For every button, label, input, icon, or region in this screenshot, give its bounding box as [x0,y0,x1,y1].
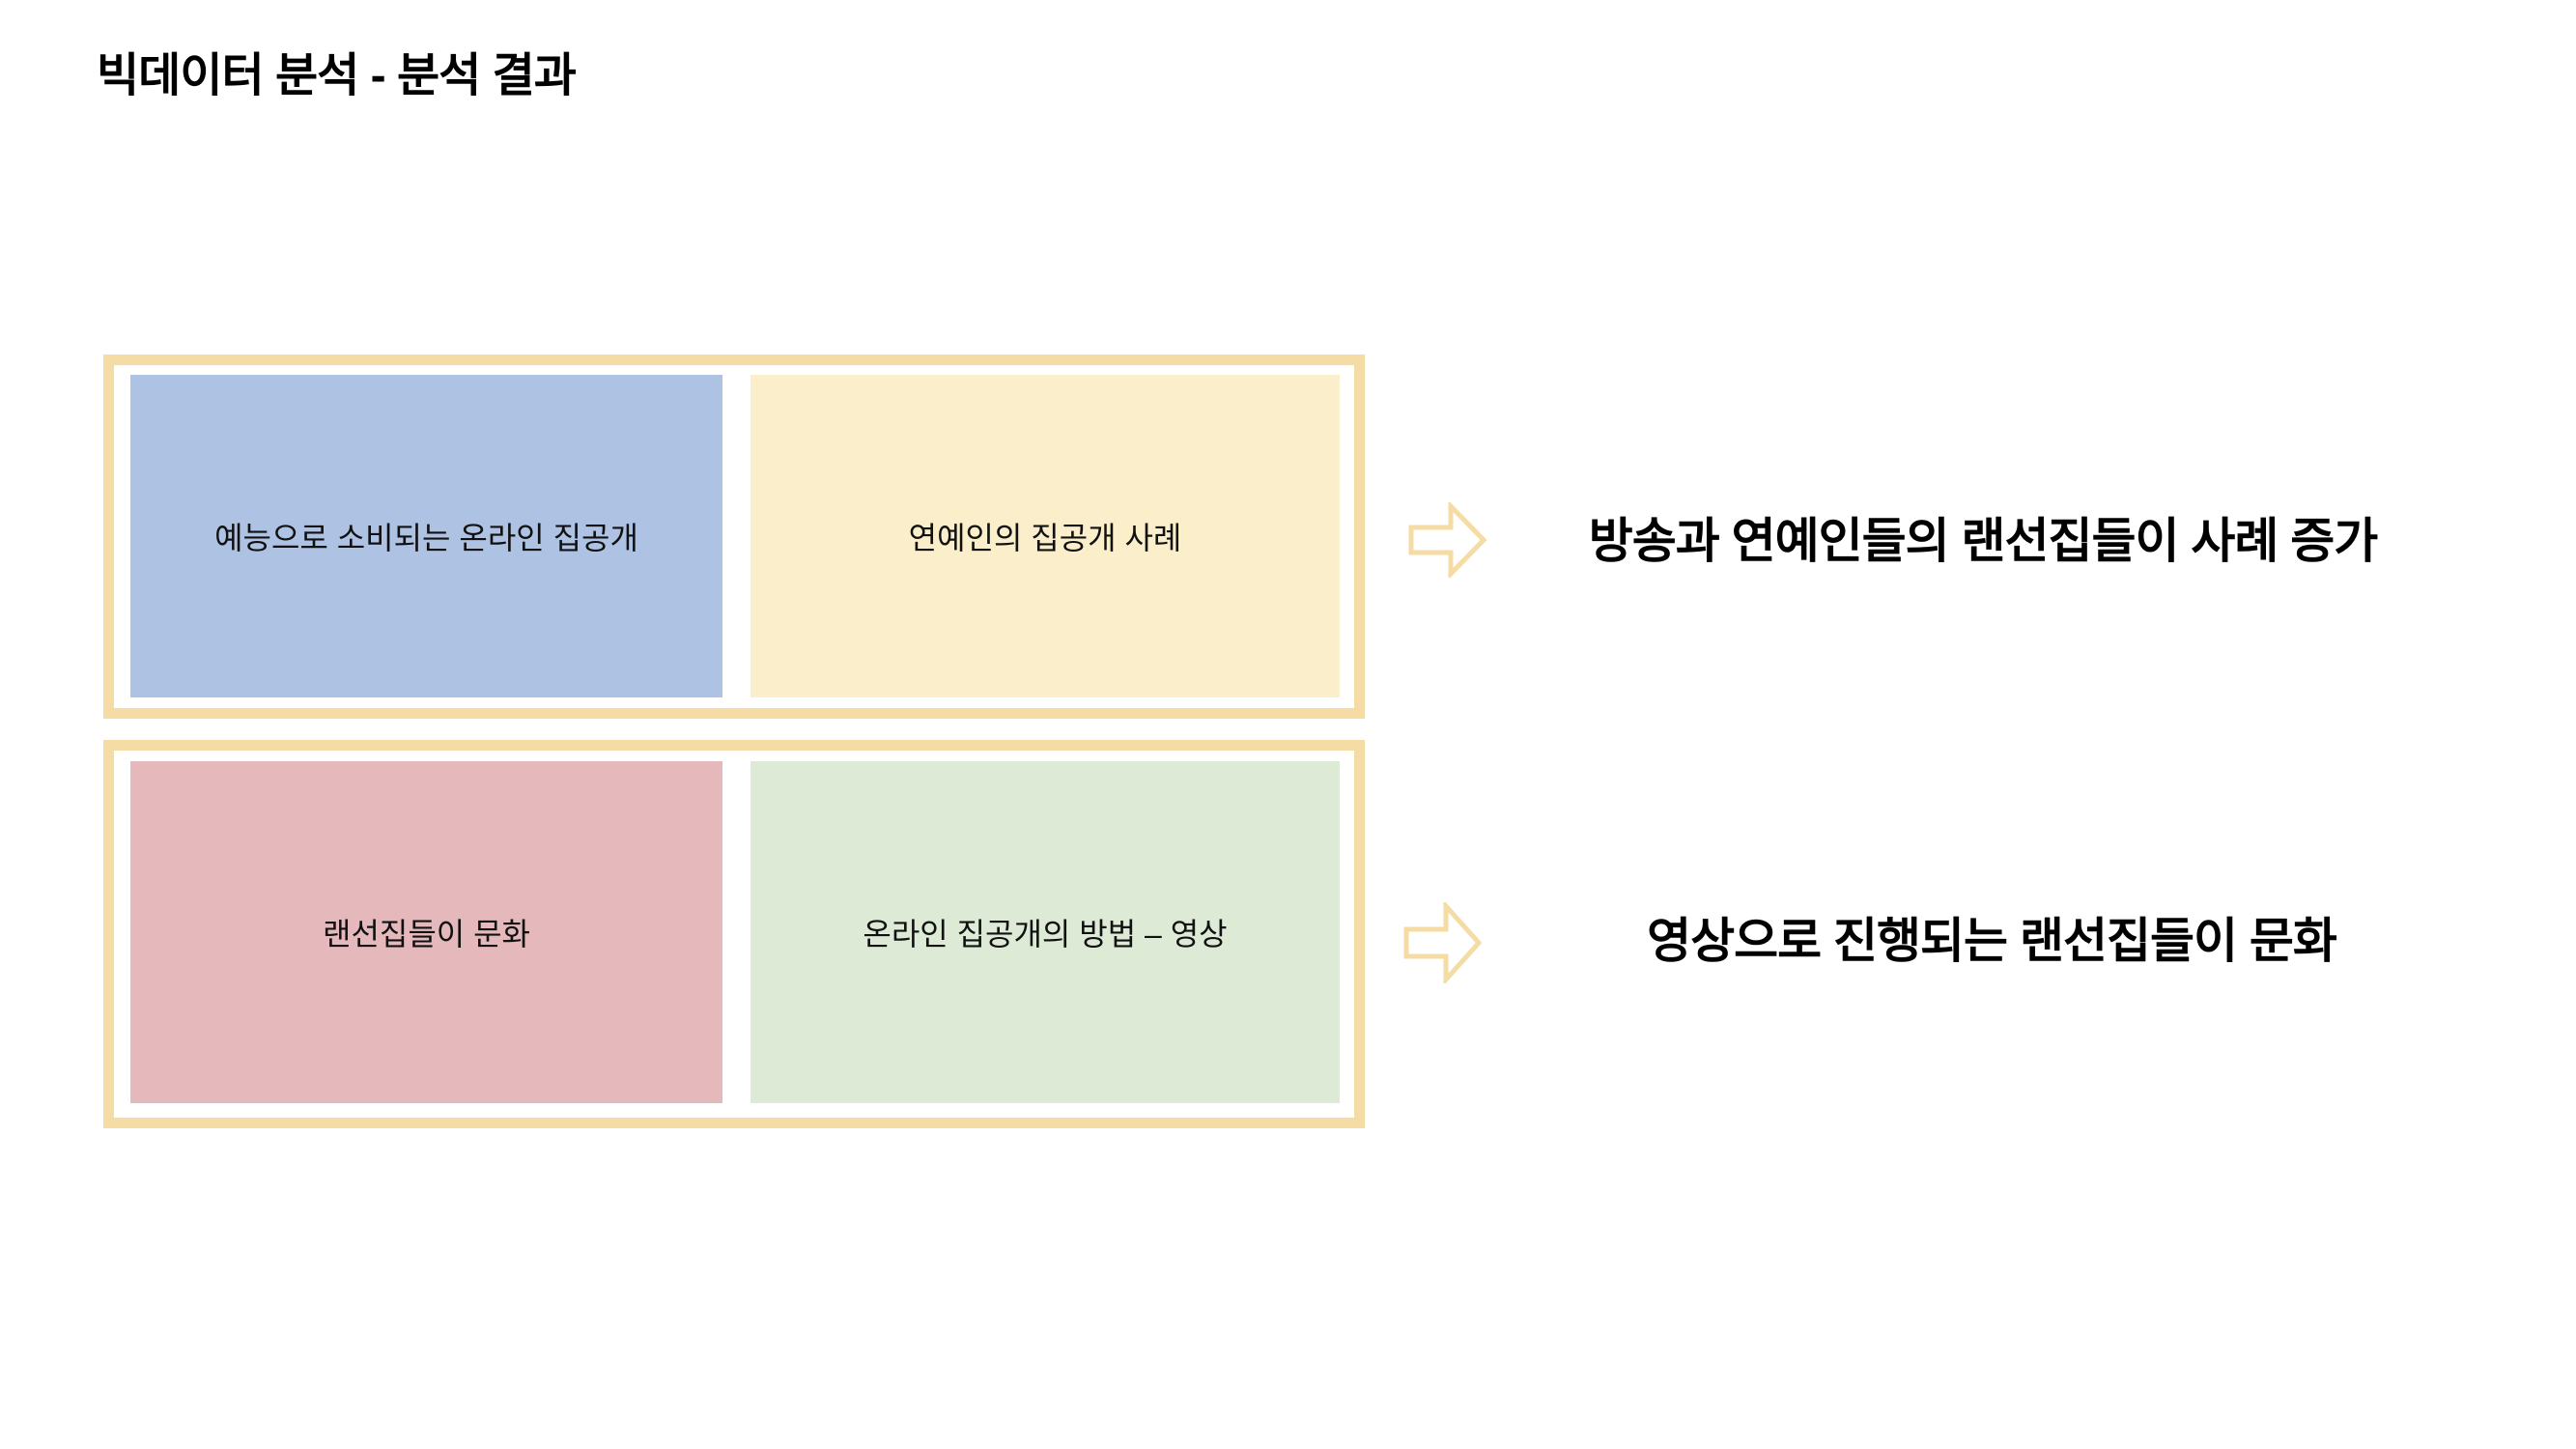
keyword-box-online-house-tour-method-video: 온라인 집공개의 방법 – 영상 [750,761,1340,1103]
conclusion-text-2: 영상으로 진행되는 랜선집들이 문화 [1647,914,2337,968]
slide-title: 빅데이터 분석 - 분석 결과 [97,50,577,101]
keyword-box-label: 연예인의 집공개 사례 [908,521,1182,555]
keyword-box-label: 랜선집들이 문화 [323,917,530,952]
keyword-box-variety-online-house-tour: 예능으로 소비되는 온라인 집공개 [130,375,722,697]
keyword-box-celebrity-house-tour-cases: 연예인의 집공개 사례 [750,375,1340,697]
right-arrow-icon [1403,899,1483,986]
keyword-box-online-housewarming-culture: 랜선집들이 문화 [130,761,722,1103]
keyword-box-label: 온라인 집공개의 방법 – 영상 [863,917,1228,952]
conclusion-text-1: 방송과 연예인들의 랜선집들이 사례 증가 [1588,514,2379,568]
analysis-group-1: 예능으로 소비되는 온라인 집공개 연예인의 집공개 사례 [103,355,1365,719]
right-arrow-icon [1408,499,1487,581]
analysis-group-2: 랜선집들이 문화 온라인 집공개의 방법 – 영상 [103,740,1365,1128]
keyword-box-label: 예능으로 소비되는 온라인 집공개 [214,521,638,555]
